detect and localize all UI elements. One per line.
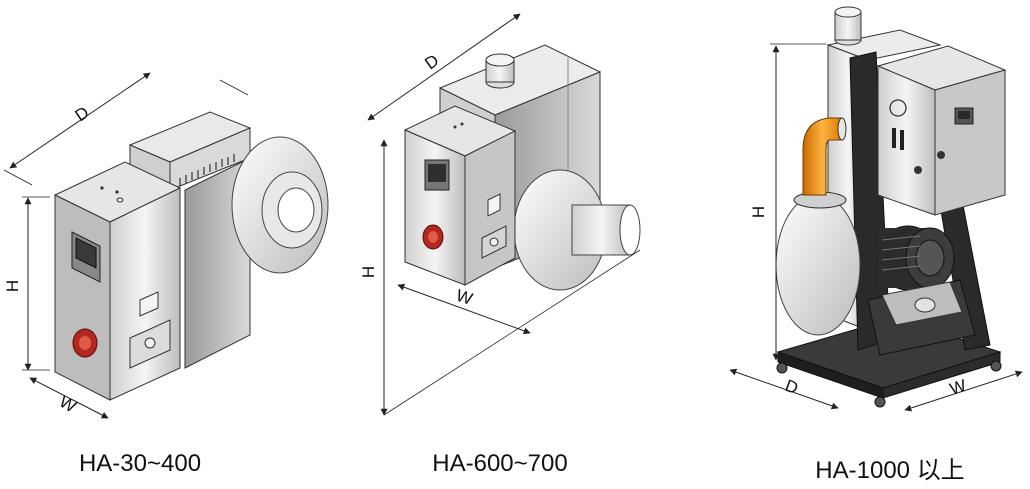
dim-d-label: D [783, 376, 801, 398]
model-medium-illustration: D H W [359, 13, 641, 416]
dim-d-label: D [72, 103, 93, 126]
red-switch-knob-icon [422, 224, 444, 250]
blower-fan [513, 169, 641, 291]
dim-w-label: W [56, 392, 79, 416]
motor [877, 225, 963, 326]
dimension-h-large: H [749, 43, 826, 361]
dial-knob-icon [937, 151, 945, 159]
red-switch-knob-icon [72, 328, 98, 358]
control-cabinet [53, 161, 182, 401]
model-caption-small: HA-30~400 [78, 450, 202, 477]
blower-fan [231, 136, 329, 274]
dim-w-label: W [454, 286, 475, 309]
dim-h-label: H [3, 280, 22, 292]
model-caption-large: HA-1000 以上 [815, 457, 965, 484]
model-large-illustration: H D W [729, 6, 1023, 412]
dim-h-label: H [359, 266, 378, 278]
dim-h-label: H [749, 206, 768, 218]
control-cabinet [403, 105, 517, 286]
dimension-h-small: H [3, 196, 50, 371]
dim-w-label: W [947, 376, 968, 399]
dimension-d-large: D [729, 368, 839, 410]
dimension-w-large: W [904, 370, 1023, 412]
control-cabinet [876, 45, 1007, 216]
model-small-illustration: D H W [3, 72, 329, 419]
dimension-w-medium: W [383, 249, 641, 416]
model-caption-medium: HA-600~700 [432, 450, 568, 477]
dimension-h-medium: H [359, 139, 388, 416]
